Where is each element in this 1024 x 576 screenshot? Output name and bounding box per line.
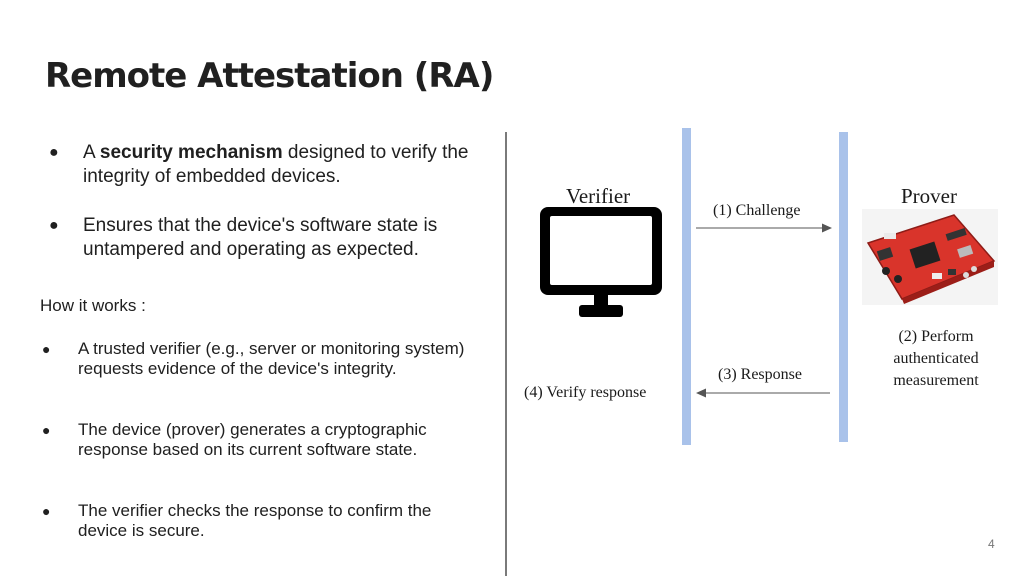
how-item-text: The verifier checks the response to conf… bbox=[78, 501, 432, 540]
step-verify-label: (4) Verify response bbox=[524, 384, 647, 401]
embedded-board-image bbox=[862, 209, 998, 310]
bullet-dot: ● bbox=[49, 144, 59, 161]
vertical-divider bbox=[505, 132, 507, 576]
bullet-security-mechanism: ● A security mechanism designed to verif… bbox=[49, 141, 503, 189]
prover-label: Prover bbox=[901, 184, 957, 208]
how-item-verifier-check: ● The verifier checks the response to co… bbox=[42, 501, 478, 541]
bullet-text-post: designed to verify the integrity of embe… bbox=[83, 142, 469, 187]
bullet-text-bold: security mechanism bbox=[99, 142, 283, 163]
response-arrow bbox=[696, 388, 830, 398]
bullet-dot: ● bbox=[42, 341, 51, 357]
step-response-label: (3) Response bbox=[718, 366, 802, 383]
bullet-ensures: ● Ensures that the device's software sta… bbox=[49, 214, 503, 262]
how-item-text: A trusted verifier (e.g., server or moni… bbox=[78, 339, 465, 378]
how-item-verifier-request: ● A trusted verifier (e.g., server or mo… bbox=[42, 339, 478, 379]
page-title: Remote Attestation (RA) bbox=[45, 56, 494, 96]
challenge-arrow bbox=[696, 223, 832, 233]
step-measurement-label: (2) Perform authenticated measurement bbox=[893, 328, 979, 389]
bullet-dot: ● bbox=[42, 503, 51, 519]
monitor-icon bbox=[538, 205, 664, 326]
bullet-dot: ● bbox=[42, 422, 51, 438]
how-item-prover-response: ● The device (prover) generates a crypto… bbox=[42, 420, 478, 460]
bullet-dot: ● bbox=[49, 217, 59, 234]
bullet-text: Ensures that the device's software state… bbox=[83, 215, 438, 260]
verifier-label: Verifier bbox=[566, 184, 631, 208]
prover-lifeline-bar bbox=[839, 132, 848, 442]
verifier-lifeline-bar bbox=[682, 128, 691, 445]
how-it-works-heading: How it works : bbox=[40, 296, 146, 315]
bullet-text-pre: A bbox=[83, 142, 100, 163]
step-challenge-label: (1) Challenge bbox=[713, 202, 801, 219]
page-number: 4 bbox=[988, 537, 995, 551]
how-item-text: The device (prover) generates a cryptogr… bbox=[78, 420, 427, 459]
